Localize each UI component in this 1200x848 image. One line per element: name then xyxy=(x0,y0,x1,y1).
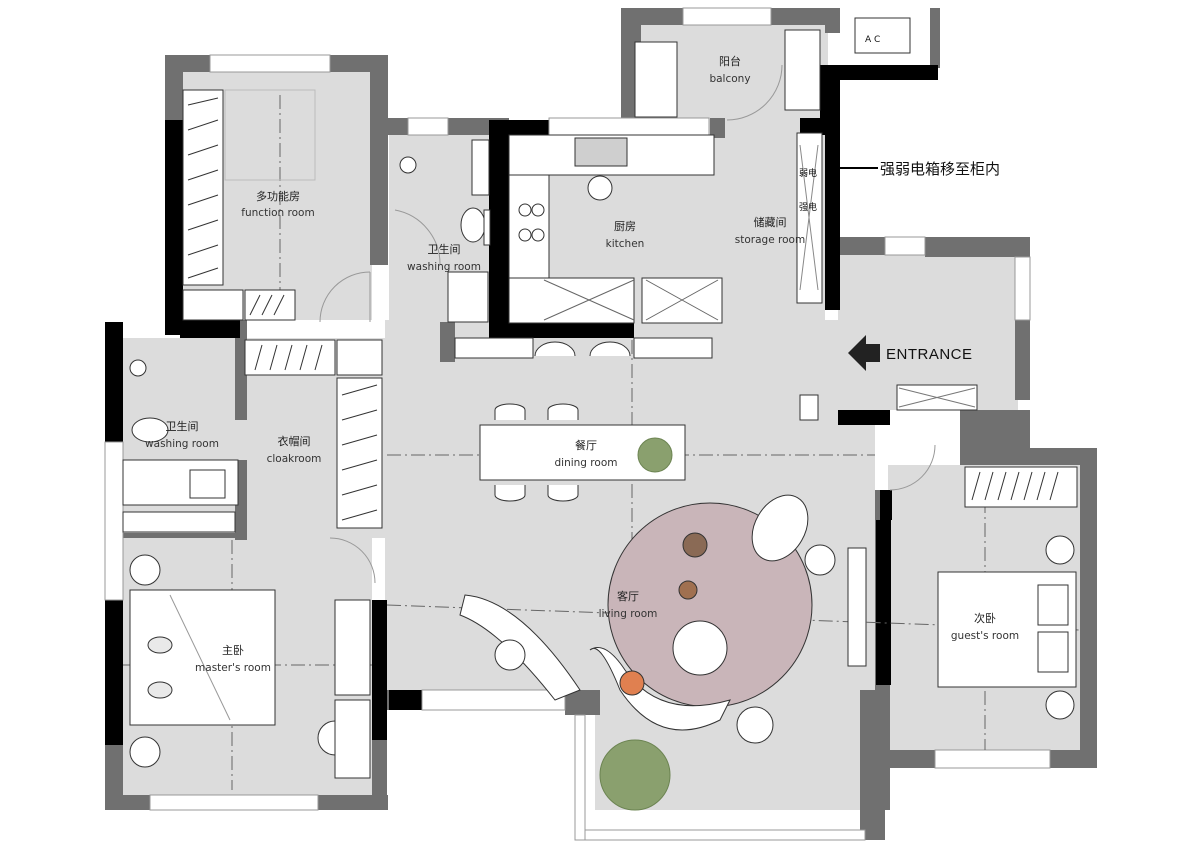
electric-box-note: 强弱电箱移至柜内 xyxy=(880,160,1000,178)
kitchen-fixtures xyxy=(454,134,723,359)
balcony-label-cn: 阳台 xyxy=(719,54,741,68)
top-bathroom-fixtures xyxy=(399,139,491,323)
storage-room-label-en: storage room xyxy=(735,234,805,246)
weak-box-label: 弱电 xyxy=(799,167,817,179)
cloakroom-wardrobe xyxy=(244,339,383,529)
balcony-label-en: balcony xyxy=(709,73,750,85)
living-room-label-cn: 客厅 xyxy=(617,589,639,603)
balcony-fixtures: A C xyxy=(634,17,911,118)
kitchen-label-cn: 厨房 xyxy=(614,220,636,233)
function-room-wardrobe xyxy=(182,89,316,321)
function-room-label-en: function room xyxy=(241,207,314,219)
storage-cabinet xyxy=(796,132,823,421)
room-labels: 多功能房 function room 卫生间 washing room 厨房 k… xyxy=(145,54,1019,674)
function-room-label-cn: 多功能房 xyxy=(256,189,300,203)
living-room-label-en: living room xyxy=(599,608,658,620)
guests-room-label-en: guest's room xyxy=(951,630,1019,642)
strong-box-label: 强电 xyxy=(799,201,817,213)
guest-bedroom-furniture xyxy=(937,466,1078,720)
cloakroom-label-cn: 衣帽间 xyxy=(278,434,311,448)
entrance-label: ENTRANCE xyxy=(886,346,973,363)
guests-room-label-cn: 次卧 xyxy=(974,611,996,625)
master-bedroom-furniture xyxy=(129,554,371,779)
windows xyxy=(104,7,1051,841)
masters-room-label-en: master's room xyxy=(195,662,271,674)
dining-room-label-en: dining room xyxy=(555,457,618,469)
masters-room-label-cn: 主卧 xyxy=(222,644,244,657)
living-room-furniture xyxy=(459,494,867,811)
entrance-arrow-icon xyxy=(848,335,880,371)
storage-room-label-cn: 储藏间 xyxy=(754,215,787,229)
washing-room-left-label-cn: 卫生间 xyxy=(166,419,199,433)
dining-room-label-cn: 餐厅 xyxy=(575,438,597,452)
black-walls xyxy=(105,65,938,745)
washer-label: A C xyxy=(865,35,880,45)
door-swings xyxy=(319,64,936,584)
washing-room-top-label-en: washing room xyxy=(407,261,481,273)
annotations: 强弱电箱移至柜内 弱电 强电 ENTRANCE xyxy=(799,160,1000,363)
washing-room-left-label-en: washing room xyxy=(145,438,219,450)
kitchen-label-en: kitchen xyxy=(606,238,645,250)
cloakroom-label-en: cloakroom xyxy=(267,453,322,465)
dining-furniture xyxy=(479,403,686,502)
entrance-cabinet xyxy=(896,384,978,411)
washing-room-top-label-cn: 卫生间 xyxy=(428,242,461,256)
left-bathroom-fixtures xyxy=(122,359,239,533)
